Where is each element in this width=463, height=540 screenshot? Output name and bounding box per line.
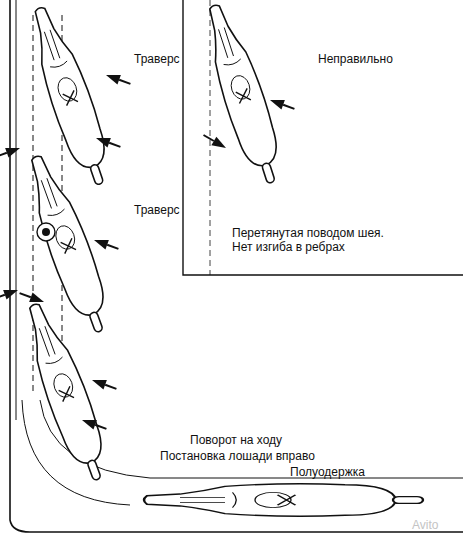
rider-head — [37, 223, 55, 241]
wall-line — [183, 0, 463, 275]
arena-walls — [10, 0, 463, 532]
aid-arrow — [18, 288, 46, 306]
wall-line — [10, 0, 463, 532]
note-label: Перетянутая поводом шея. Нет изгиба в ре… — [232, 226, 402, 254]
watermark: Avito — [412, 518, 462, 532]
turn-path — [40, 400, 463, 478]
horse-figure — [144, 484, 423, 517]
wall-line — [16, 0, 17, 420]
aid-arrow — [0, 285, 20, 303]
aid-arrow — [0, 143, 22, 161]
maneuver-label: Траверс — [134, 203, 224, 217]
aid-arrow — [92, 235, 120, 253]
aid-arrow — [104, 70, 132, 88]
maneuver-label: Траверс — [134, 52, 224, 66]
track-line — [33, 15, 34, 395]
aid-arrow — [80, 415, 108, 433]
maneuver-label: Поворот на ходу — [190, 433, 350, 447]
horse-figure — [16, 298, 116, 486]
horse-outline — [144, 484, 423, 517]
maneuver-label: Полуодержка — [290, 465, 410, 479]
aid-arrow — [90, 375, 118, 393]
rider-head — [37, 223, 55, 241]
caption-label: Неправильно — [318, 52, 438, 66]
horse-figure — [196, 0, 290, 188]
aid-arrow — [268, 95, 296, 113]
rider-head — [42, 228, 50, 236]
horse-outline — [196, 0, 290, 188]
horse-outline — [16, 298, 116, 486]
aid-arrow — [201, 131, 229, 153]
maneuver-label: Постановка лошади вправо — [160, 449, 380, 463]
aid-arrow — [94, 133, 122, 151]
